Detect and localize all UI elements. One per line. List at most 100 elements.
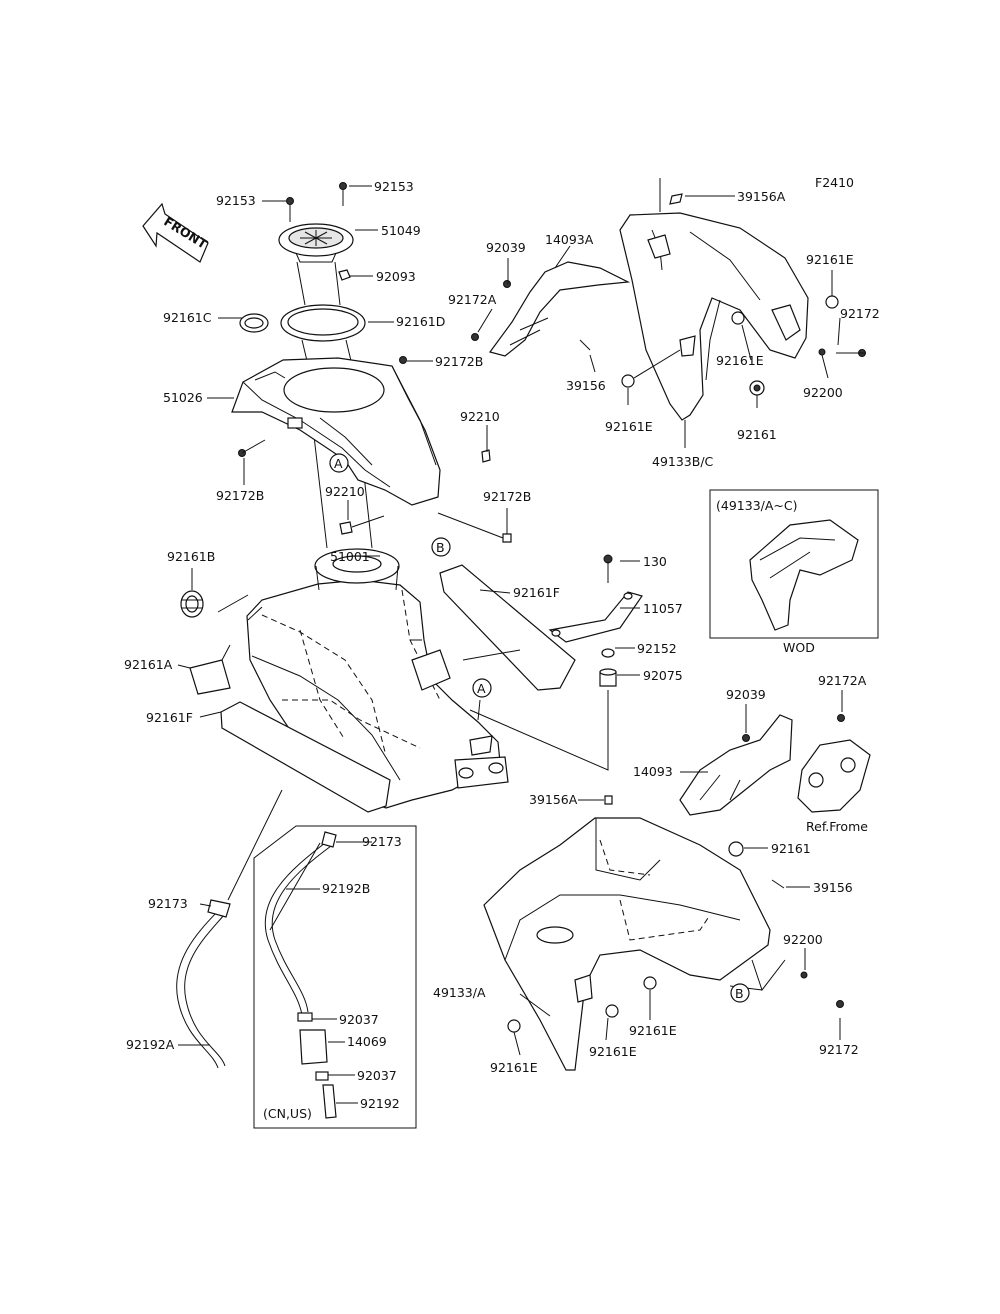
subassembly-caption: (CN,US) [263, 1106, 312, 1121]
label-92172A-b: 92172A [818, 673, 867, 688]
pad-92161F-upper [439, 564, 576, 691]
label-39156-b: 39156 [813, 880, 853, 895]
svg-text:B: B [436, 540, 445, 555]
label-92039-b: 92039 [726, 687, 766, 702]
frame-ref: Ref.Frome [797, 739, 871, 834]
label-92192: 92192 [360, 1096, 400, 1111]
bolt-130 [603, 554, 613, 583]
label-39156A-top: 39156A [737, 189, 786, 204]
label-39156A-bottom: 39156A [529, 792, 578, 807]
svg-text:A: A [477, 681, 486, 696]
grommet-92161E-top-a [825, 295, 839, 309]
screw-92172-bottom [836, 1000, 844, 1008]
bolt-92153-right [339, 182, 347, 206]
bolt-92153-left [286, 197, 294, 222]
svg-text:A: A [334, 456, 343, 471]
label-39156-a: 39156 [566, 378, 606, 393]
label-92161E-f: 92161E [629, 1023, 677, 1038]
label-92192A: 92192A [126, 1037, 175, 1052]
gasket-92161D [280, 304, 366, 342]
tank-cover-51026 [231, 357, 441, 506]
label-92153-b: 92153 [374, 179, 414, 194]
pad-92161A [189, 644, 231, 695]
clip-92210-mid [339, 515, 385, 535]
label-92173-a: 92173 [148, 896, 188, 911]
grommet-92161E-bottom-a [507, 1019, 521, 1033]
marker-B2: B [730, 983, 750, 1003]
label-14093: 14093 [633, 764, 673, 779]
label-92075: 92075 [643, 668, 683, 683]
front-cover-49133A [483, 817, 771, 1071]
leader-lines [177, 185, 866, 1104]
label-92210-b: 92210 [325, 484, 365, 499]
grommet-92161-bottom [728, 841, 744, 857]
trim-14093 [679, 714, 793, 816]
label-92172B-a: 92172B [435, 354, 483, 369]
seal-92161C [239, 313, 269, 333]
washer-92152 [601, 648, 615, 658]
label-11057: 11057 [643, 601, 683, 616]
bolt-92039-bottom [742, 734, 750, 742]
label-92153-a: 92153 [216, 193, 256, 208]
collar-92200-top [818, 348, 826, 356]
svg-text:B: B [735, 986, 744, 1001]
grommet-92161E-bottom-b [605, 1004, 619, 1018]
pin-39156-bottom [771, 879, 785, 889]
marker-B1: B [431, 537, 451, 557]
ref-frame-label: Ref.Frome [806, 819, 868, 834]
label-92161F-b: 92161F [146, 710, 193, 725]
hose-92192A [176, 789, 283, 1069]
label-92172-a: 92172 [840, 306, 880, 321]
label-92161E-b: 92161E [716, 353, 764, 368]
label-92210-a: 92210 [460, 409, 500, 424]
damper-92075 [599, 668, 617, 687]
grommet-92161B [180, 590, 204, 618]
label-92093: 92093 [376, 269, 416, 284]
label-92161D: 92161D [396, 314, 445, 329]
label-51049: 51049 [381, 223, 421, 238]
label-92161-b: 92161 [771, 841, 811, 856]
label-92172A-a: 92172A [448, 292, 497, 307]
label-49133A: 49133/A [433, 985, 486, 1000]
label-92161E-a: 92161E [806, 252, 854, 267]
washer-92093 [338, 269, 351, 281]
label-92161E-e: 92161E [589, 1044, 637, 1059]
label-92161E-d: 92161E [490, 1060, 538, 1075]
screw-92172B-top [399, 356, 407, 364]
label-92161B: 92161B [167, 549, 215, 564]
label-51026: 51026 [163, 390, 203, 405]
front-arrow: FRONT [142, 202, 210, 263]
label-92172-b: 92172 [819, 1042, 859, 1057]
inset-title: (49133/A~C) [716, 498, 797, 513]
label-14069: 14069 [347, 1034, 387, 1049]
label-92172B-c: 92172B [483, 489, 531, 504]
grommet-92161E-top-b [731, 311, 745, 325]
label-92161C: 92161C [163, 310, 212, 325]
pad-92161F-lower [220, 701, 391, 813]
label-51001: 51001 [330, 549, 370, 564]
label-130: 130 [643, 554, 667, 569]
fuel-cap-51049 [278, 223, 354, 263]
grommet-92161E-bottom-c [643, 976, 657, 990]
cn-us-subassembly: (CN,US) [253, 825, 417, 1129]
bolt-92039-top [503, 280, 511, 288]
marker-A1: A [329, 453, 349, 473]
inset-caption: WOD [783, 640, 815, 655]
label-92161-a: 92161 [737, 427, 777, 442]
clip-92210-right [481, 449, 491, 463]
label-92200-a: 92200 [803, 385, 843, 400]
trim-14093A [488, 261, 631, 357]
label-92161E-c: 92161E [605, 419, 653, 434]
screw-92172A-top [471, 333, 479, 341]
label-92192B: 92192B [322, 881, 370, 896]
collar-92200-bottom [800, 971, 808, 979]
label-14093A: 14093A [545, 232, 594, 247]
figure-code: F2410 [815, 175, 854, 190]
marker-A2: A [472, 678, 492, 698]
bracket-11057 [548, 591, 643, 643]
label-92173-b: 92173 [362, 834, 402, 849]
label-49133BC: 49133B/C [652, 454, 714, 469]
screw-92172A-bottom [837, 714, 845, 722]
screw-92172B-right [437, 512, 512, 543]
